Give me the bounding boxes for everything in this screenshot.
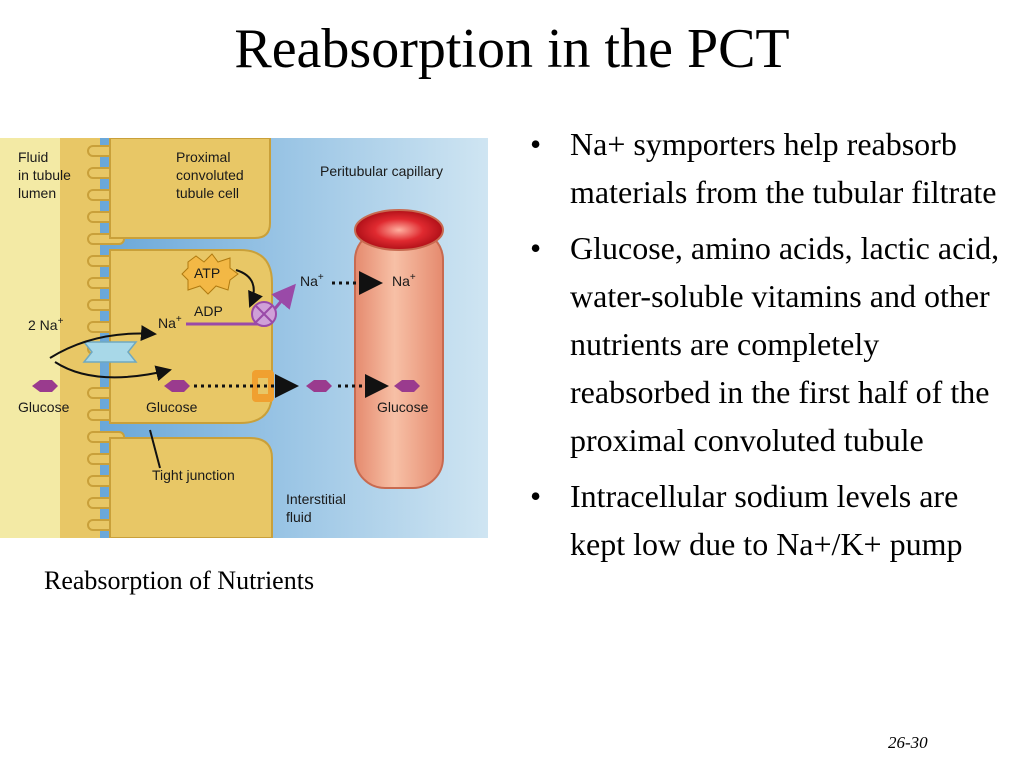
bullet-marker: • bbox=[530, 126, 542, 162]
label-peritubular: Peritubular capillary bbox=[320, 163, 443, 179]
glucose-capillary-icon bbox=[394, 380, 420, 392]
glucose-cell-icon bbox=[164, 380, 190, 392]
lower-cell bbox=[109, 437, 273, 538]
na-entry-arrow bbox=[49, 325, 157, 359]
upper-cell bbox=[109, 138, 271, 239]
reabsorption-diagram: Fluid in tubule lumen Proximal convolute… bbox=[0, 138, 488, 538]
label-fluid-lumen-2: in tubule bbox=[18, 167, 71, 183]
figure-caption: Reabsorption of Nutrients bbox=[44, 566, 315, 595]
label-pct-cell-1: Proximal bbox=[176, 149, 230, 165]
label-fluid-lumen-3: lumen bbox=[18, 185, 56, 201]
label-tight-junction: Tight junction bbox=[152, 467, 235, 483]
label-pct-cell-3: tubule cell bbox=[176, 185, 239, 201]
tight-junction-pointer bbox=[149, 429, 161, 469]
symporter bbox=[82, 341, 138, 363]
label-atp: ATP bbox=[194, 265, 220, 281]
label-glucose-lumen: Glucose bbox=[18, 399, 70, 415]
bullet-text: Intracellular sodium levels are kept low… bbox=[570, 478, 963, 562]
label-glucose-capillary: Glucose bbox=[377, 399, 429, 415]
label-na-capillary: Na+ bbox=[392, 272, 416, 289]
bullet-item: • Glucose, amino acids, lactic acid, wat… bbox=[530, 224, 1010, 464]
atp-burst bbox=[181, 253, 239, 295]
label-interstitial-2: fluid bbox=[286, 509, 312, 525]
label-na-interstitial: Na+ bbox=[300, 272, 324, 289]
bullet-text: Glucose, amino acids, lactic acid, water… bbox=[570, 230, 1000, 458]
slide-number: 26-30 bbox=[888, 733, 928, 752]
bullet-marker: • bbox=[530, 478, 542, 514]
glucose-entry-arrow bbox=[54, 361, 172, 382]
bullet-list: • Na+ symporters help reabsorb materials… bbox=[530, 120, 1010, 576]
glucose-lumen-icon bbox=[32, 380, 58, 392]
glucose-interstitial-icon bbox=[306, 380, 332, 392]
diagram-svg: Fluid in tubule lumen Proximal convolute… bbox=[0, 138, 488, 538]
label-glucose-cell: Glucose bbox=[146, 399, 198, 415]
bullet-text: Na+ symporters help reabsorb materials f… bbox=[570, 126, 997, 210]
label-fluid-lumen-1: Fluid bbox=[18, 149, 48, 165]
label-adp: ADP bbox=[194, 303, 223, 319]
capillary-body bbox=[354, 229, 444, 489]
label-na-lumen: 2 Na+ bbox=[28, 316, 64, 333]
capillary-opening bbox=[354, 209, 444, 251]
label-na-cell: Na+ bbox=[158, 314, 182, 331]
label-interstitial-1: Interstitial bbox=[286, 491, 346, 507]
label-pct-cell-2: convoluted bbox=[176, 167, 244, 183]
brush-border bbox=[60, 138, 125, 538]
bullet-item: • Na+ symporters help reabsorb materials… bbox=[530, 120, 1010, 216]
bullet-item: • Intracellular sodium levels are kept l… bbox=[530, 472, 1010, 568]
atp-adp-arrow bbox=[235, 269, 263, 308]
bullet-marker: • bbox=[530, 230, 542, 266]
slide-title: Reabsorption in the PCT bbox=[234, 18, 790, 80]
